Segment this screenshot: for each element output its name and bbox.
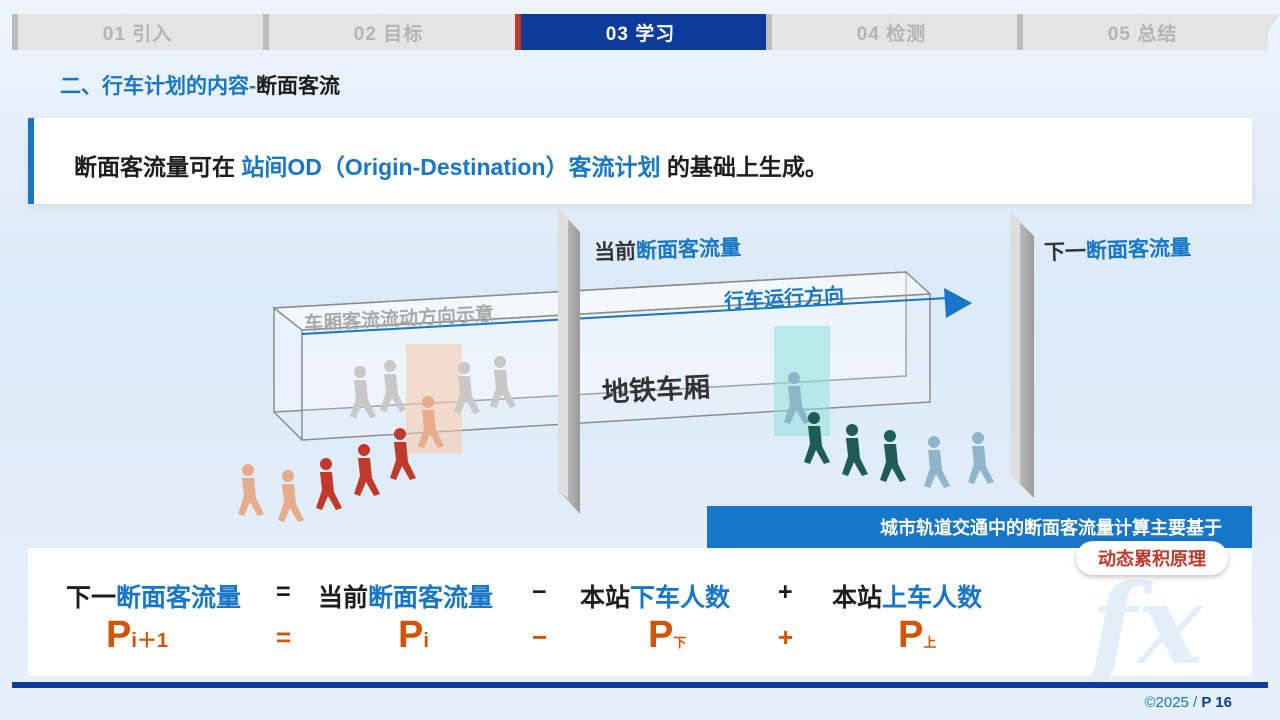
- next-section-plane: [1010, 212, 1034, 498]
- walking-person-icon: [454, 362, 480, 414]
- symbol-p-alighting: P下: [648, 614, 687, 656]
- car-label: 地铁车厢: [601, 372, 711, 408]
- walking-person-icon: [380, 360, 406, 412]
- top-nav: 01 引入 02 目标 03 学习 04 检测 05 总结: [12, 14, 1280, 50]
- current-section-plane: [558, 208, 580, 514]
- fx-watermark: fx: [1090, 560, 1203, 689]
- tab-intro[interactable]: 01 引入: [12, 14, 263, 50]
- formula-card: [28, 548, 1252, 676]
- walking-person-icon: [784, 372, 810, 424]
- symbol-op-minus: −: [532, 622, 548, 652]
- symbol-op-plus: +: [778, 622, 794, 652]
- tab-goals[interactable]: 02 目标: [263, 14, 514, 50]
- walking-person-icon: [842, 424, 868, 476]
- passenger-group-alighting: [238, 396, 444, 522]
- bottom-bar: [12, 682, 1268, 688]
- principle-pill: 动态累积原理: [1076, 541, 1228, 575]
- walking-person-icon: [804, 412, 830, 464]
- section-title: 二、行车计划的内容-断面客流: [60, 75, 340, 98]
- walking-person-icon: [924, 436, 950, 488]
- walking-person-icon: [968, 432, 994, 484]
- passenger-group-inside: [350, 356, 516, 418]
- intro-card: 断面客流量可在 站间OD（Origin-Destination）客流计划 的基础…: [28, 118, 1252, 204]
- next-section-label: 下一断面客流量: [1043, 236, 1192, 265]
- walking-person-icon: [354, 444, 380, 496]
- formula-op-equals: =: [276, 578, 291, 606]
- current-section-label: 当前断面客流量: [593, 236, 742, 265]
- passenger-group-boarding: [784, 372, 994, 488]
- formula-term-next: 下一断面客流量: [66, 584, 242, 612]
- tab-learn[interactable]: 03 学习: [515, 14, 766, 50]
- subway-car-diagram: 当前断面客流量 下一断面客流量 车厢客流流动方向示意 行车运行方向 地铁车厢: [28, 206, 1252, 540]
- symbol-op-equals: =: [276, 622, 292, 652]
- symbol-p-boarding: P上: [898, 614, 937, 656]
- intro-text: 断面客流量可在 站间OD（Origin-Destination）客流计划 的基础…: [74, 154, 828, 180]
- formula-term-current: 当前断面客流量: [318, 584, 494, 612]
- symbol-p-current: Pi: [398, 614, 429, 656]
- tab-test[interactable]: 04 检测: [766, 14, 1017, 50]
- footer: ©2025 / P 16: [1144, 694, 1232, 711]
- formula-term-boarding: 本站上车人数: [832, 584, 983, 612]
- formula-op-plus: +: [778, 578, 793, 606]
- symbol-p-next: Pi＋1: [106, 614, 169, 656]
- walking-person-icon: [390, 428, 416, 480]
- walking-person-icon: [418, 396, 444, 448]
- formula-term-alighting: 本站下车人数: [580, 584, 731, 612]
- page-number: P 16: [1201, 694, 1232, 711]
- walking-person-icon: [316, 458, 342, 510]
- walking-person-icon: [350, 366, 376, 418]
- direction-arrow-icon: [301, 288, 972, 335]
- formula-op-minus: −: [532, 578, 547, 606]
- tab-summary[interactable]: 05 总结: [1017, 14, 1268, 50]
- walking-person-icon: [880, 430, 906, 482]
- walking-person-icon: [278, 470, 304, 522]
- walking-person-icon: [490, 356, 516, 408]
- diagram-svg: [238, 208, 1034, 522]
- walking-person-icon: [238, 464, 264, 516]
